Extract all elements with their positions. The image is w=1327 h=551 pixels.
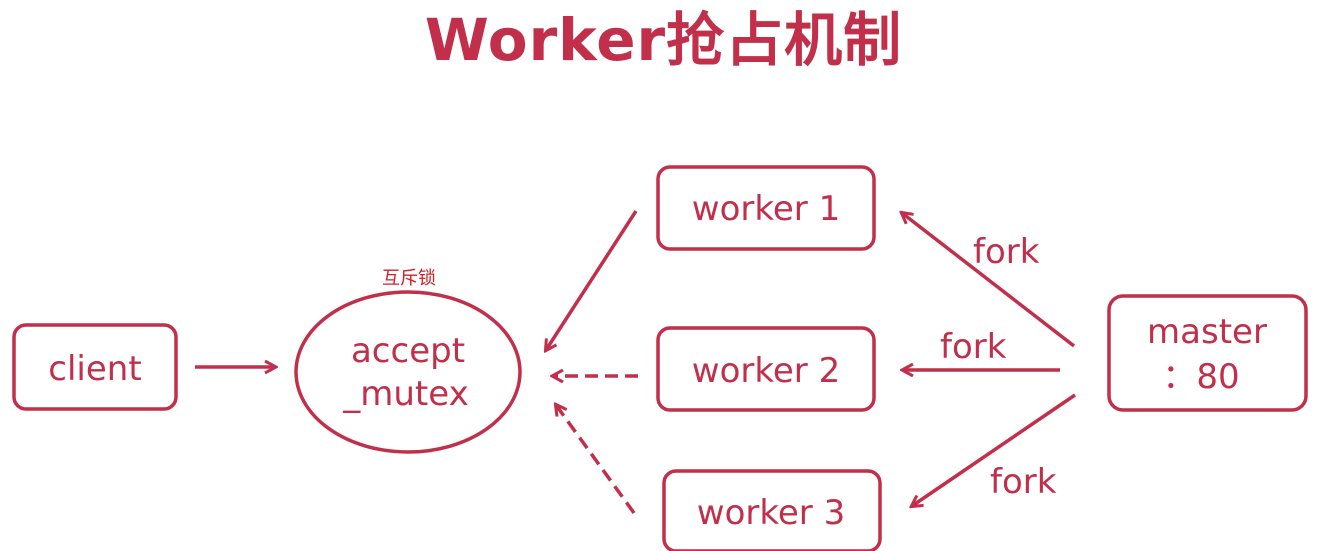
worker3-label: worker 3: [697, 493, 845, 533]
fork-label-worker2: fork: [940, 327, 1007, 367]
accept-mutex-label-line1: accept: [351, 331, 465, 371]
arrow-worker3-to-mutex: [556, 405, 636, 515]
worker3-node: worker 3: [662, 469, 882, 551]
worker1-label: worker 1: [692, 189, 840, 229]
page-title: Worker抢占机制: [424, 6, 903, 74]
worker2-node: worker 2: [656, 326, 876, 412]
arrow-master-to-worker1: [902, 213, 1076, 348]
master-label-line1: master: [1147, 312, 1267, 352]
worker1-node: worker 1: [656, 165, 876, 251]
fork-label-worker3: fork: [990, 462, 1057, 502]
master-label-line2: ：80: [1162, 357, 1239, 397]
master-node: master ：80: [1107, 294, 1308, 412]
accept-mutex-node: accept _mutex: [294, 290, 522, 454]
client-node: client: [12, 323, 178, 411]
mutex-label: 互斥锁: [382, 268, 436, 289]
worker2-label: worker 2: [692, 351, 840, 391]
arrow-worker1-to-mutex: [546, 210, 638, 350]
accept-mutex-label-line2: _mutex: [342, 374, 468, 414]
client-label: client: [48, 349, 141, 389]
fork-label-worker1: fork: [973, 232, 1040, 272]
arrow-master-to-worker3: [912, 393, 1076, 506]
